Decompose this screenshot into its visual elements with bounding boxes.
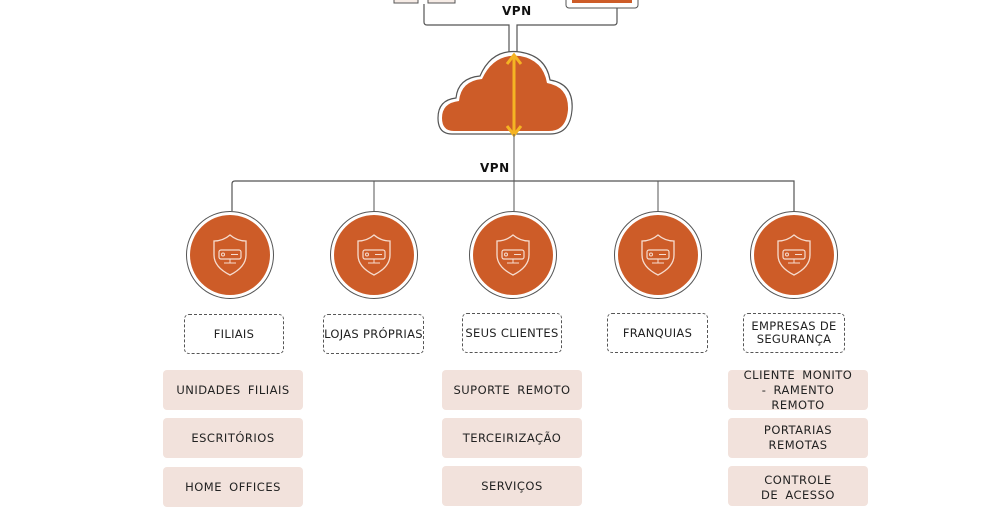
top-vpn-label: VPN: [502, 4, 532, 18]
item-servicos: SERVIÇOS: [442, 466, 582, 506]
category-empresas-de-seguranca: EMPRESAS DE SEGURANÇA: [743, 313, 845, 353]
category-seus-clientes: SEUS CLIENTES: [462, 313, 562, 353]
shield-server-icon: [357, 234, 391, 276]
node-seus-clientes: [469, 211, 557, 299]
item-home-offices: HOME OFFICES: [163, 467, 303, 507]
cloud-vpn-label: VPN: [480, 161, 510, 175]
node-filiais: [186, 211, 274, 299]
node-empresas-de-seguranca: [750, 211, 838, 299]
shield-server-icon: [496, 234, 530, 276]
item-controle-de-acesso: CONTROLE DE ACESSO: [728, 466, 868, 506]
item-unidades-filiais: UNIDADES FILIAIS: [163, 370, 303, 410]
item-cliente-monitoramento-remoto: CLIENTE MONITO - RAMENTO REMOTO: [728, 368, 868, 412]
item-terceirizacao: TERCEIRIZAÇÃO: [442, 418, 582, 458]
node-franquias: [614, 211, 702, 299]
item-suporte-remoto: SUPORTE REMOTO: [442, 370, 582, 410]
cloud-icon: [437, 50, 573, 135]
category-filiais: FILIAIS: [184, 314, 284, 354]
node-lojas-proprias: [330, 211, 418, 299]
device-icon: [427, 0, 456, 4]
device-icon: [393, 0, 419, 4]
item-escritorios: ESCRITÓRIOS: [163, 418, 303, 458]
category-franquias: FRANQUIAS: [607, 313, 708, 353]
category-lojas-proprias: LOJAS PRÓPRIAS: [323, 314, 424, 354]
item-portarias-remotas: PORTARIAS REMOTAS: [728, 418, 868, 458]
shield-server-icon: [777, 234, 811, 276]
shield-server-icon: [641, 234, 675, 276]
shield-server-icon: [213, 234, 247, 276]
